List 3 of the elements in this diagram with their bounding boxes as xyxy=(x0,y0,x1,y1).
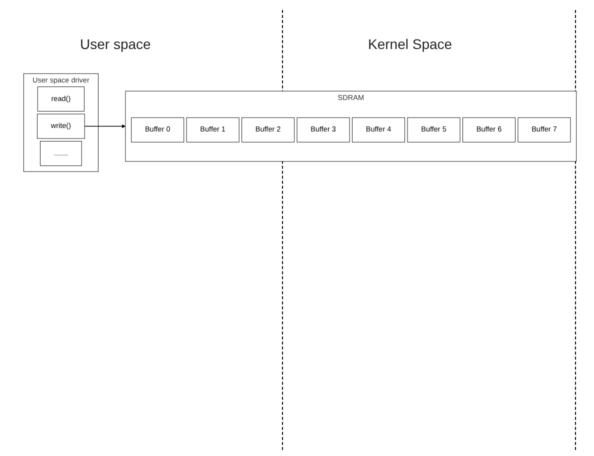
arrow xyxy=(84,124,126,128)
region-heading: User space xyxy=(80,36,151,52)
region-heading: Kernel Space xyxy=(368,36,452,52)
